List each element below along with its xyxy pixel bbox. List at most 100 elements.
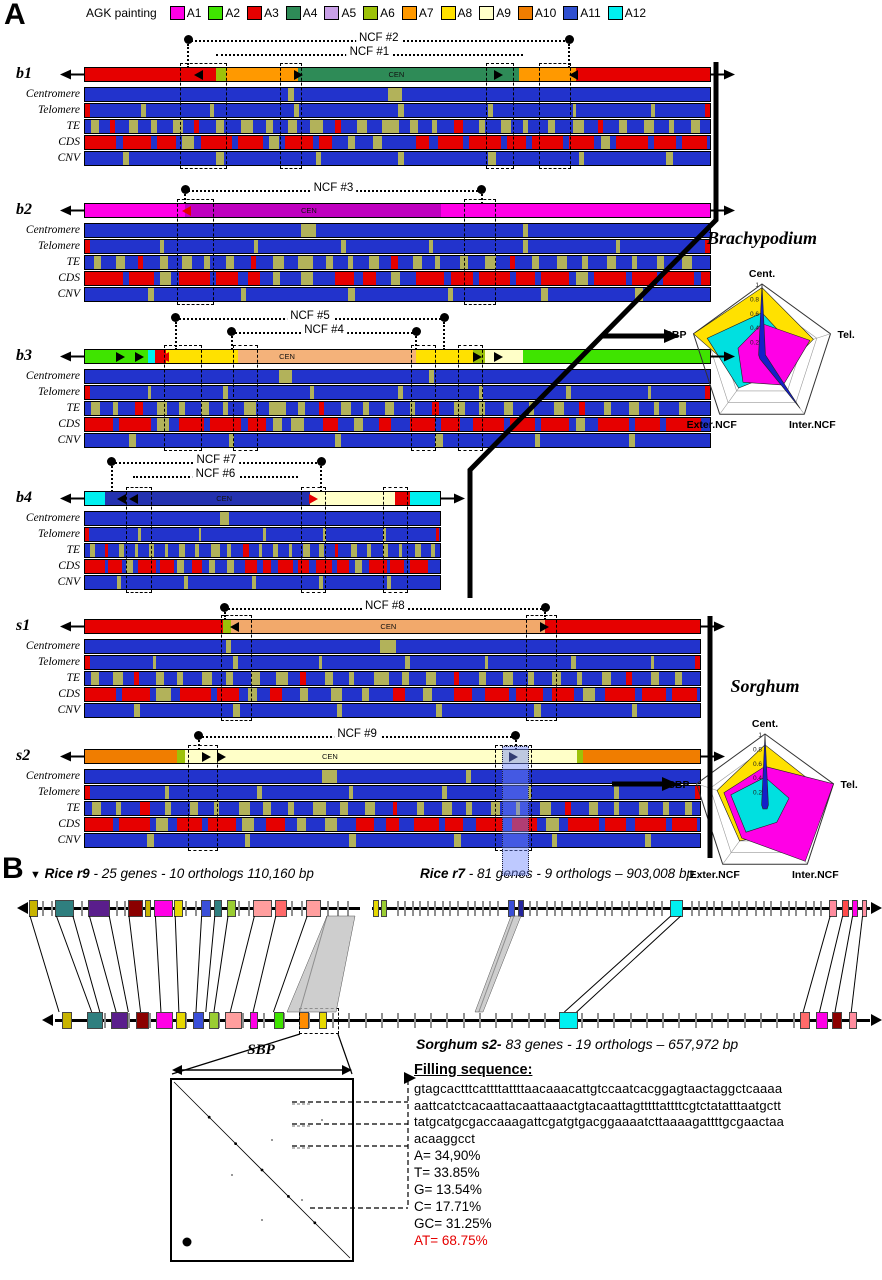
track-segment <box>178 272 210 285</box>
arrow-right-icon <box>871 1013 882 1026</box>
track-segment <box>115 802 121 815</box>
chromosome-bar-s2 <box>84 749 701 764</box>
track-segment <box>319 544 324 557</box>
track-label-cnv: CNV <box>57 576 80 588</box>
ncf-dashed-box <box>125 487 153 593</box>
track-segment <box>141 104 146 117</box>
gene-tick <box>462 1012 465 1028</box>
gene-tick <box>613 1012 616 1028</box>
gene-tick <box>336 900 339 916</box>
track-segment <box>164 786 169 799</box>
ncf-dot-connector <box>187 44 190 68</box>
synteny-ribbon <box>286 915 356 1013</box>
gene-tick <box>413 1012 416 1028</box>
ncf-dashed-box <box>179 63 227 169</box>
ncf-label: NCF #7 <box>193 454 240 467</box>
track-label-te: TE <box>66 544 80 556</box>
gene-tick <box>41 900 44 916</box>
track-segment <box>386 818 399 831</box>
gene-block <box>861 899 868 917</box>
track-segment <box>316 152 322 165</box>
track-segment <box>691 120 700 133</box>
track-segment <box>337 704 343 717</box>
radar-axis-label: Cent. <box>749 268 775 280</box>
ncf-dot-icon <box>194 731 204 740</box>
gene-block <box>851 899 858 917</box>
track-segment <box>528 402 534 415</box>
ncf-dot-icon <box>477 185 487 194</box>
genomic-track-s1-cds <box>84 687 701 702</box>
track-segment <box>177 672 184 685</box>
ncf-dot-icon <box>180 185 190 194</box>
legend-item-a6: A6 <box>363 6 395 20</box>
ncf-dashed-box <box>187 745 219 851</box>
legend-title: AGK painting <box>86 6 157 20</box>
ncf-label: NCF #8 <box>362 600 408 613</box>
chromosome-segment <box>394 492 410 505</box>
gene-tick <box>586 900 589 916</box>
track-segment <box>527 786 532 799</box>
gene-block <box>829 899 838 917</box>
ncf-dashed-box <box>539 63 571 169</box>
track-segment <box>601 672 612 685</box>
track-segment <box>613 786 619 799</box>
track-segment <box>644 120 655 133</box>
track-segment <box>227 544 232 557</box>
track-segment <box>297 818 307 831</box>
ncf-dashed-box <box>164 345 202 451</box>
chromosome-segment <box>230 620 545 633</box>
track-segment <box>454 672 459 685</box>
genomic-track-b1-centromere <box>84 87 711 102</box>
legend-swatch-a5 <box>324 6 340 20</box>
track-segment <box>128 434 137 447</box>
genomic-track-s1-te <box>84 671 701 686</box>
track-segment <box>134 672 140 685</box>
track-segment <box>431 120 437 133</box>
track-segment <box>581 256 589 269</box>
gene-tick <box>185 1012 188 1028</box>
track-segment <box>386 576 391 589</box>
gene-block <box>86 1011 104 1029</box>
gene-tick <box>580 1012 583 1028</box>
gene-tick <box>419 900 422 916</box>
track-segment <box>454 688 473 701</box>
track-label-centromere: Centromere <box>25 512 80 524</box>
track-segment <box>541 288 548 301</box>
gene-tick <box>396 900 399 916</box>
track-segment <box>298 560 309 573</box>
track-segment <box>454 834 462 847</box>
gene-tick <box>730 900 733 916</box>
gene-block <box>213 899 223 917</box>
track-segment <box>85 418 114 431</box>
ncf-dashed-box <box>486 63 515 169</box>
track-segment <box>278 560 293 573</box>
track-segment <box>589 802 598 815</box>
gene-tick <box>283 1012 286 1028</box>
track-label-telomere: Telomere <box>38 386 80 398</box>
track-segment <box>385 402 394 415</box>
track-segment <box>441 418 460 431</box>
ncf-dot-connector <box>443 322 446 350</box>
track-segment <box>705 104 710 117</box>
gene-tick <box>397 1012 400 1028</box>
track-segment <box>285 136 314 149</box>
track-segment <box>116 256 125 269</box>
gene-tick <box>346 900 349 916</box>
track-label-cnv: CNV <box>57 434 80 446</box>
sorghum-s2-label: Sorghum s2- 83 genes - 19 orthologs – 65… <box>416 1036 738 1052</box>
track-segment <box>340 802 348 815</box>
gene-tick <box>720 900 723 916</box>
gene-block <box>155 1011 173 1029</box>
gene-tick <box>404 900 407 916</box>
track-segment <box>241 120 253 133</box>
gene-block <box>227 899 236 917</box>
track-segment <box>335 272 354 285</box>
ncf-dashed-box <box>176 199 215 305</box>
gene-tick <box>611 900 614 916</box>
gene-tick <box>495 1012 498 1028</box>
track-segment <box>594 272 626 285</box>
track-segment <box>567 818 599 831</box>
composition-line: C= 17.71% <box>414 1199 482 1214</box>
track-segment <box>122 136 151 149</box>
